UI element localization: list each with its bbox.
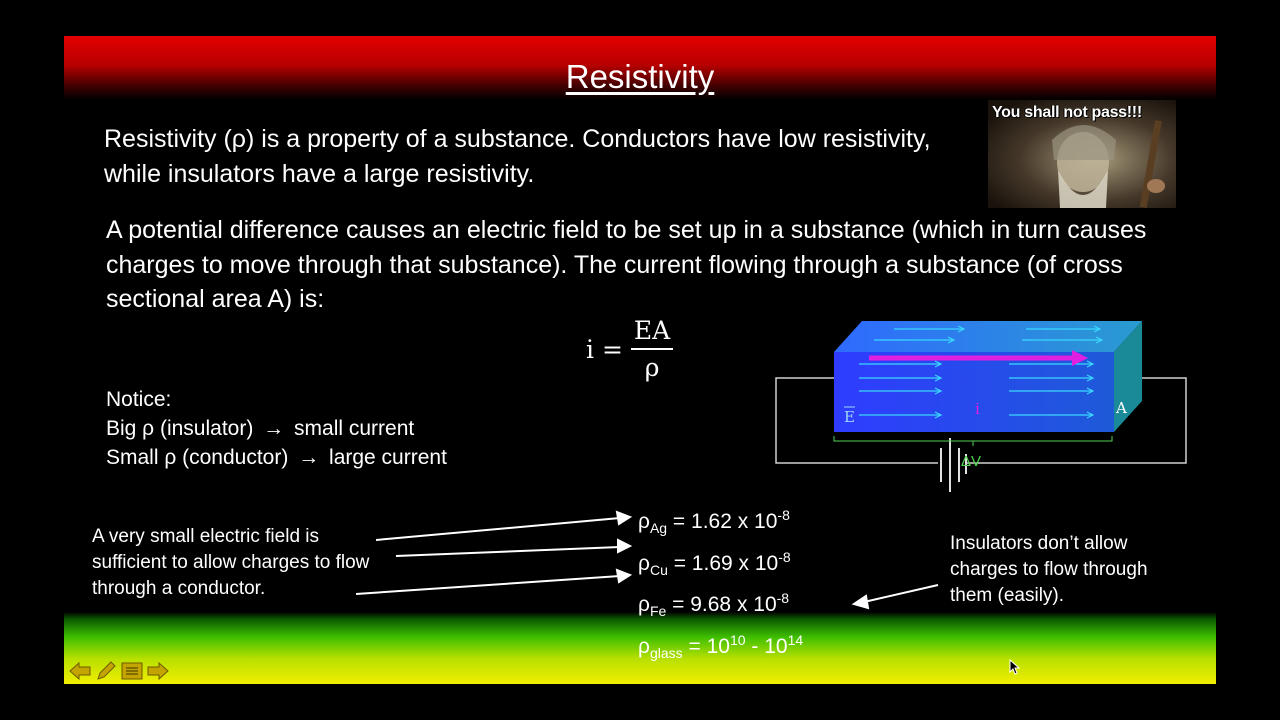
rho-cu: ρCu = 1.69 x 10-8 [638, 548, 791, 578]
notice-insulator-label: Big ρ (insulator) [106, 417, 254, 440]
potential-difference-text: A potential difference causes an electri… [106, 216, 1147, 313]
circuit-wire-right [966, 377, 1187, 464]
menu-icon[interactable] [120, 660, 144, 682]
notice-line-conductor: Small ρ (conductor) → large current [106, 443, 447, 472]
field-label: E [844, 408, 855, 426]
current-arrow-head [1072, 350, 1088, 366]
notice-conductor-label: Small ρ (conductor) [106, 446, 289, 469]
conductor-note: A very small electric field is sufficien… [92, 526, 370, 599]
insulator-note: Insulators don’t allow charges to flow t… [950, 533, 1148, 606]
arrow-left-icon[interactable] [68, 660, 92, 682]
circuit-wire-left [775, 377, 938, 464]
rho-glass: ρglass = 1010 - 1014 [638, 632, 804, 662]
arrow-to-fe [355, 575, 621, 595]
slide-title: Resistivity [565, 58, 715, 95]
notice-insulator-result: small current [294, 417, 415, 440]
presentation-toolbar [68, 660, 170, 682]
resistivity-definition: Resistivity (ρ) is a property of a subst… [104, 125, 931, 188]
notice-heading: Notice: [106, 388, 172, 411]
block-side-face [1114, 321, 1142, 432]
notice-block: Notice: Big ρ (insulator) → small curren… [106, 385, 447, 472]
title-band [64, 36, 1216, 100]
pen-icon[interactable] [94, 660, 118, 682]
arrow-to-cu [395, 546, 621, 557]
current-label: i [975, 400, 980, 418]
arrow-right-icon: → [298, 446, 320, 469]
mouse-cursor-icon [1009, 659, 1021, 675]
arrow-right-icon: → [263, 417, 285, 440]
equation-numerator: EA [630, 316, 674, 350]
arrow-right-icon[interactable] [146, 660, 170, 682]
resistor-circuit-diagram: E i A ΔV [775, 321, 1187, 492]
gandalf-image: You shall not pass!!! [988, 100, 1176, 208]
area-label: A [1115, 399, 1127, 417]
slide: Resistivity Resistivity (ρ) is a propert… [64, 36, 1216, 684]
gandalf-caption: You shall not pass!!! [992, 104, 1142, 121]
arrowhead-ag [615, 510, 633, 526]
current-equation: i = EA ρ [586, 316, 674, 382]
resistivity-values: ρAg = 1.62 x 10-8 ρCu = 1.69 x 10-8 ρFe … [638, 501, 803, 668]
gandalf-figure [1052, 120, 1165, 208]
arrowhead-fe [615, 568, 633, 584]
notice-line-insulator: Big ρ (insulator) → small current [106, 414, 447, 443]
field-lines [859, 325, 1104, 419]
voltage-bracket [833, 436, 1113, 442]
voltage-label: ΔV [961, 453, 981, 470]
arrow-to-glass [863, 584, 939, 603]
rho-fe: ρFe = 9.68 x 10-8 [638, 590, 790, 620]
arrow-to-ag [375, 517, 621, 541]
rho-ag: ρAg = 1.62 x 10-8 [638, 507, 790, 537]
arrowhead-glass [851, 594, 870, 610]
footer-band [64, 612, 1216, 684]
notice-conductor-result: large current [329, 446, 447, 469]
block-front-face [834, 352, 1114, 432]
block-top-face [834, 321, 1142, 352]
equation-denominator: ρ [644, 353, 660, 382]
equation-fraction: EA ρ [630, 316, 674, 382]
equation-lhs: i = [586, 334, 623, 364]
arrowhead-cu [617, 538, 633, 554]
